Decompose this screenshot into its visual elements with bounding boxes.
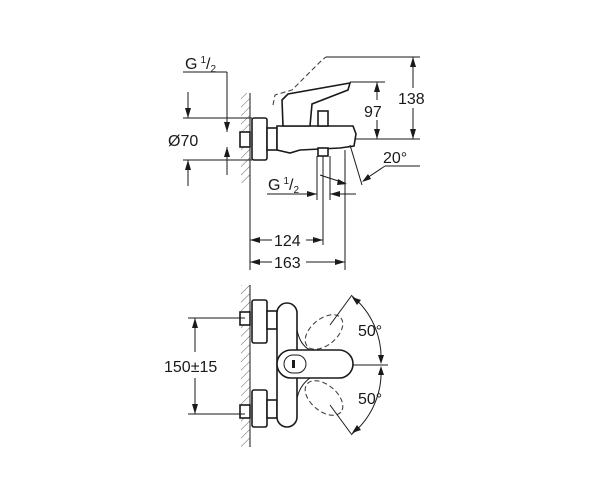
lever-handle <box>276 349 354 379</box>
angle-up-label: 50° <box>358 323 382 340</box>
total-depth-label: 163 <box>274 255 301 272</box>
nut-lower <box>239 404 251 419</box>
front-view: 50° 50° 150±15 <box>164 285 388 447</box>
lever-open-position <box>272 56 327 106</box>
connector-lower <box>266 399 278 419</box>
mixer-body <box>276 125 357 154</box>
wall-hatch <box>241 285 250 447</box>
nut <box>239 131 251 148</box>
outlet-depth-label: 124 <box>274 233 301 250</box>
diameter-label: Ø70 <box>168 133 198 150</box>
centers-label: 150±15 <box>164 359 217 376</box>
flange-upper <box>251 299 268 344</box>
diverter-knob <box>317 110 329 127</box>
lever-cap <box>283 354 307 374</box>
connector <box>266 127 278 151</box>
lever-up-position <box>304 314 344 350</box>
total-height-label: 138 <box>398 91 425 108</box>
connector-upper <box>266 310 278 330</box>
indicator-mark <box>292 360 295 368</box>
angle-down-label: 50° <box>358 391 382 408</box>
lever-down-position <box>304 380 344 416</box>
lever-handle <box>281 81 352 127</box>
outlet <box>317 147 329 157</box>
flange <box>251 117 268 161</box>
spout-angle-label: 20° <box>383 150 407 167</box>
lever-height-label: 97 <box>364 104 382 121</box>
flange-lower <box>251 389 268 428</box>
